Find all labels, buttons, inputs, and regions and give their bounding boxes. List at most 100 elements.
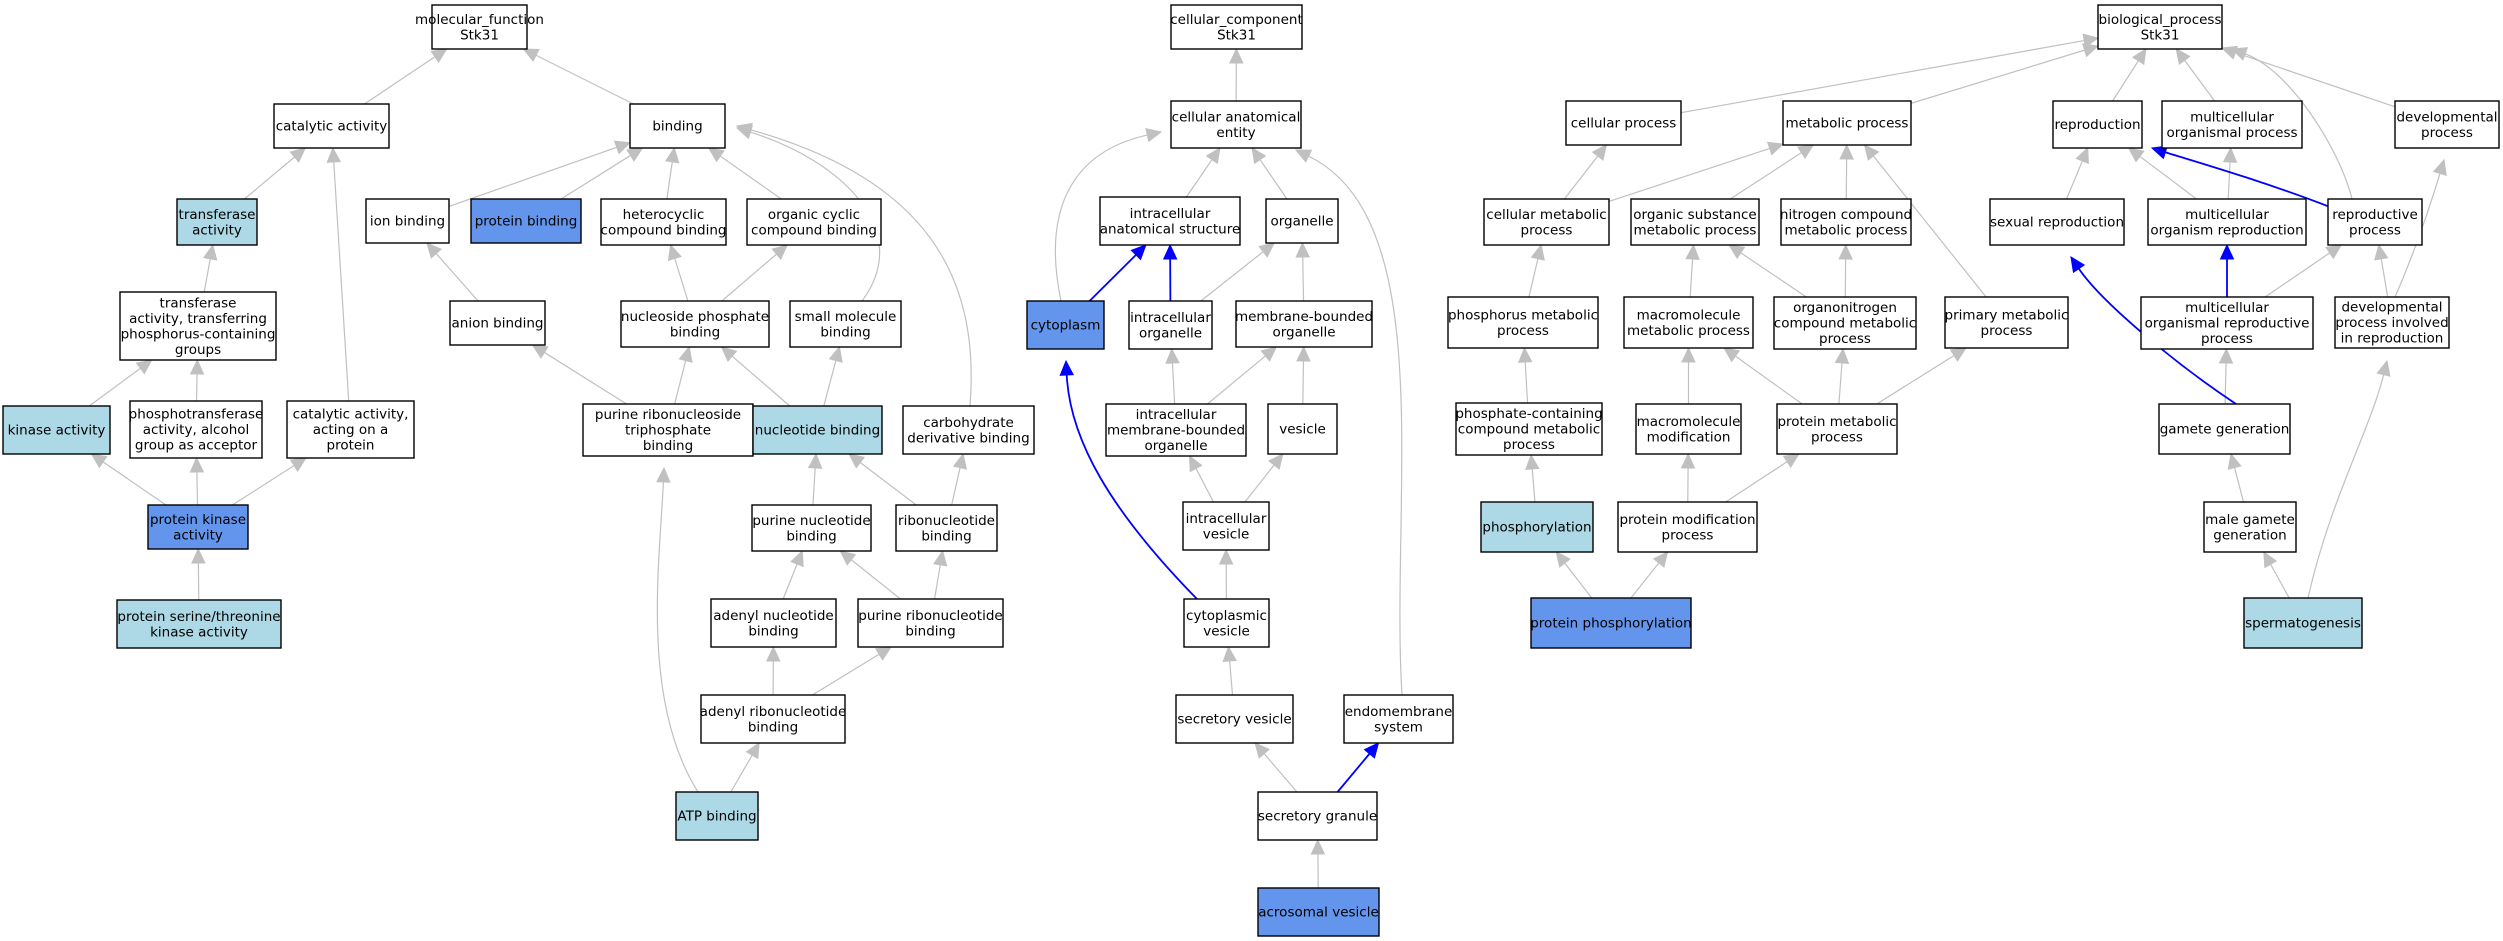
edge-protein-metabolic-process-to-macromolecule-metabolic-process (1723, 347, 1803, 405)
go-term-protein-phosphorylation[interactable]: protein phosphorylation (1530, 597, 1692, 649)
go-term-sexual-reproduction[interactable]: sexual reproduction (1989, 198, 2125, 246)
edge-endomembrane-system-to-cellular-anatomical-entity (1294, 149, 1403, 696)
edge-secretory-granule-to-secretory-vesicle-line (1263, 753, 1298, 793)
go-term-purine-ribonucleotide-binding-label-line: purine ribonucleotide (858, 608, 1002, 624)
go-term-secretory-granule[interactable]: secretory granule (1257, 791, 1378, 841)
go-term-ion-binding[interactable]: ion binding (365, 198, 450, 244)
go-term-spermatogenesis-box (2243, 597, 2363, 649)
go-term-acrosomal-vesicle[interactable]: acrosomal vesicle (1257, 887, 1380, 937)
edge-organic-substance-metabolic-process-to-metabolic-process-line (1729, 152, 1802, 200)
go-term-atp-binding[interactable]: ATP binding (675, 791, 759, 841)
go-term-organonitrogen-compound-metabolic-process-box (1773, 296, 1917, 350)
go-term-cytoplasm[interactable]: cytoplasm (1026, 300, 1105, 350)
go-term-nucleotide-binding[interactable]: nucleotide binding (752, 405, 883, 455)
edge-reproductive-process-to-bp-root-line (2244, 53, 2353, 200)
go-term-intracellular-anatomical-structure-label-line: anatomical structure (1100, 221, 1241, 237)
go-term-reproduction[interactable]: reproduction (2052, 100, 2143, 149)
go-term-small-molecule-binding-box (789, 300, 902, 348)
go-term-primary-metabolic-process-box (1944, 296, 2069, 349)
go-term-metabolic-process[interactable]: metabolic process (1782, 100, 1912, 146)
go-term-catalytic-activity[interactable]: catalytic activity (273, 103, 390, 149)
go-term-adenyl-nucleotide-binding-label-line: binding (748, 623, 798, 639)
go-term-vesicle[interactable]: vesicle (1267, 403, 1338, 455)
edge-organelle-to-cellular-anatomical-entity (1251, 147, 1288, 200)
edge-intracellular-membrane-bounded-organelle-to-membrane-bounded-organelle (1207, 346, 1278, 405)
edge-transferase-activity-to-catalytic-activity (244, 147, 307, 200)
go-term-secretory-vesicle[interactable]: secretory vesicle (1175, 694, 1294, 744)
go-term-phosphorylation[interactable]: phosphorylation (1480, 501, 1594, 553)
go-term-organelle[interactable]: organelle (1265, 198, 1339, 244)
go-term-reproductive-process-label-line: process (2349, 222, 2401, 238)
go-term-ion-binding-label-line: ion binding (370, 214, 445, 230)
edge-anion-binding-to-ion-binding (426, 242, 479, 302)
go-term-cellular-process[interactable]: cellular process (1565, 100, 1682, 146)
edge-protein-metabolic-process-to-organonitrogen-compound-metabolic-process (1834, 347, 1850, 405)
edge-organonitrogen-compound-metabolic-process-to-organic-substance-metabolic-process (1728, 244, 1807, 298)
go-term-membrane-bounded-organelle-label-line: organelle (1272, 324, 1335, 340)
go-term-binding[interactable]: binding (629, 103, 726, 149)
edge-cellular-process-to-bp-root-arrowhead (2082, 33, 2100, 48)
go-term-cellular-metabolic-process-label-line: process (1521, 222, 1573, 238)
edge-protein-metabolic-process-to-organonitrogen-compound-metabolic-process-line (1838, 362, 1843, 405)
edge-intracellular-organelle-to-organelle-line (1200, 251, 1264, 302)
edge-secretory-vesicle-to-cytoplasmic-vesicle (1222, 645, 1237, 696)
go-term-cellular-anatomical-entity-box (1170, 100, 1302, 149)
go-term-spermatogenesis[interactable]: spermatogenesis (2243, 597, 2363, 649)
go-term-protein-binding[interactable]: protein binding (470, 198, 582, 244)
edge-transferase-phosphorus-to-transferase-activity (203, 243, 218, 293)
go-term-macromolecule-modification-label-line: modification (1647, 429, 1731, 445)
go-term-anion-binding[interactable]: anion binding (449, 300, 546, 346)
go-term-gamete-generation[interactable]: gamete generation (2158, 403, 2291, 455)
go-term-cellular-anatomical-entity-label-line: entity (1216, 125, 1255, 141)
go-term-macromolecule-metabolic-process-label-line: macromolecule (1637, 307, 1741, 323)
go-term-kinase-activity[interactable]: kinase activity (2, 405, 111, 455)
